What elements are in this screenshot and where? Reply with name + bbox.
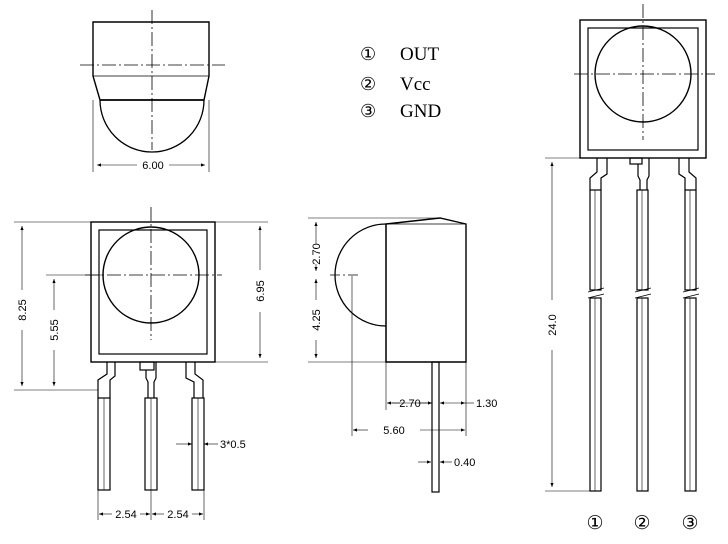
dim-side-upper: 2.70 <box>311 243 323 264</box>
side-view <box>308 217 474 493</box>
legend-label-vcc: Vcc <box>400 74 431 95</box>
legend-marker-2: ② <box>360 74 376 95</box>
pin-label-3: ③ <box>681 512 698 534</box>
dim-pin-pitch-right: 2.54 <box>167 509 188 521</box>
pin-label-1: ① <box>586 512 603 534</box>
pin-legend: ① OUT ② Vcc ③ GND <box>360 44 441 122</box>
dim-lens-center-height: 5.55 <box>49 319 61 340</box>
legend-label-out: OUT <box>400 44 439 65</box>
dim-total-length: 24.0 <box>547 314 559 335</box>
dim-frame-height: 6.95 <box>255 280 267 301</box>
legend-label-gnd: GND <box>400 101 441 122</box>
dim-side-total: 5.60 <box>383 425 404 437</box>
top-view <box>80 10 225 172</box>
legend-marker-3: ③ <box>360 101 376 122</box>
dim-side-depth: 2.70 <box>399 398 420 410</box>
dim-pin-thickness: 0.40 <box>454 457 475 469</box>
dim-body-height: 8.25 <box>17 299 29 320</box>
front-view <box>14 207 268 520</box>
rear-view <box>545 4 715 492</box>
dim-side-lower: 4.25 <box>311 309 323 330</box>
pin-label-2: ② <box>633 512 650 534</box>
dim-top-width: 6.00 <box>142 160 163 172</box>
dim-pin-width: 3*0.5 <box>220 439 246 451</box>
dim-pin-pitch-left: 2.54 <box>115 509 136 521</box>
dim-side-overhang: 1.30 <box>476 398 497 410</box>
legend-marker-1: ① <box>360 44 376 65</box>
